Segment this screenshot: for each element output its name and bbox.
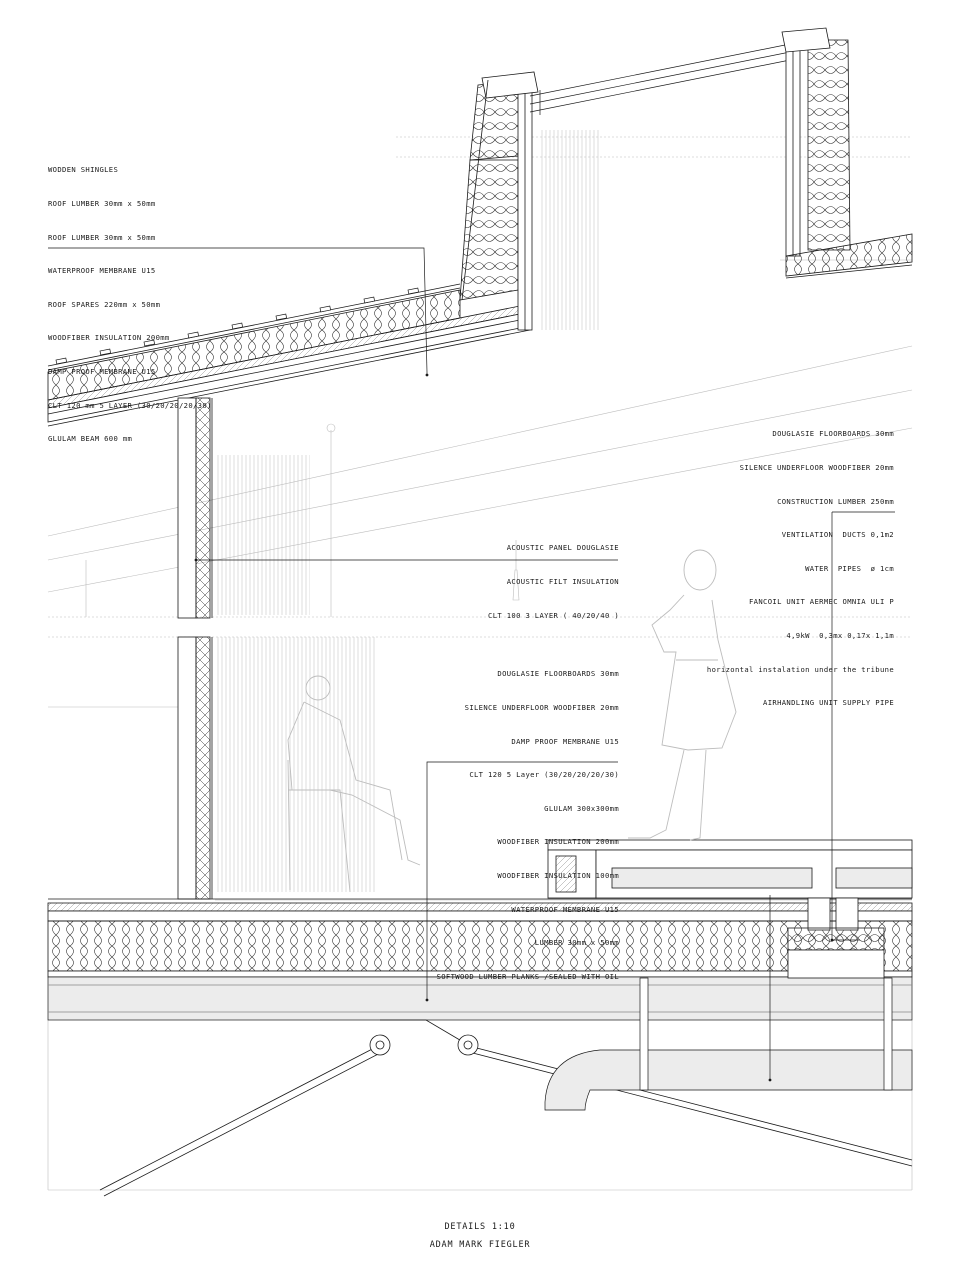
roof-annotation: WODDEN SHINGLES ROOF LUMBER 30mm x 50mm … [48, 142, 212, 456]
services-annotation: DOUGLASIE FLOORBOARDS 30mm SILENCE UNDER… [707, 406, 894, 720]
wall-layer-0: ACOUSTIC PANEL DOUGLASIE [506, 543, 619, 553]
background-room [47, 130, 913, 901]
services-item-3: VENTILATION DUCTS 0,1m2 [781, 530, 894, 540]
roof-layer-8: GLULAM BEAM 600 mm [48, 434, 133, 444]
roof-layer-1: ROOF LUMBER 30mm x 50mm [48, 199, 156, 208]
glulam-beams [47, 976, 913, 1021]
wall-layer-2: CLT 100 3 LAYER ( 40/20/40 ) [488, 610, 619, 620]
services-item-4: WATER PIPES ø 1cm [805, 563, 894, 573]
floor-layer-2: DAMP PROOF MEMBRANE U15 [511, 736, 619, 746]
services-item-8: AIRHANDLING UNIT SUPPLY PIPE [763, 698, 894, 708]
services-item-5: FANCOIL UNIT AERMEC OMNIA ULI P [749, 597, 894, 607]
floor-layer-5: WOODFIBER INSULATION 200mm [497, 837, 619, 847]
floor-layer-0: DOUGLASIE FLOORBOARDS 30mm [497, 669, 619, 679]
leader-lines [48, 247, 895, 1080]
clt-wall [177, 397, 213, 900]
skylight-glazing [529, 43, 791, 115]
drawing-author: ADAM MARK FIEGLER [429, 1240, 531, 1250]
floor-layer-1: SILENCE UNDERFLOOR WOODFIBER 20mm [464, 703, 619, 712]
tribune [547, 839, 913, 979]
floor-layer-6: WOODFIBER INSULATION 100mm [497, 870, 619, 880]
floor-layer-9: SOFTWOOD LUMBER PLANKS /SEALED WITH OIL [436, 971, 619, 981]
roof-layer-4: ROOF SPARES 220mm x 50mm [48, 299, 161, 309]
skylight-upstand-left [459, 71, 539, 331]
drawing-title: DETAILS 1:10 [444, 1222, 516, 1232]
sheet-frame [47, 1020, 913, 1191]
skylight-upstand-right [781, 27, 913, 279]
standing-figure [628, 549, 737, 841]
floor-layer-3: CLT 120 5 Layer (30/20/20/20/30) [469, 770, 619, 780]
tie-rods [99, 1019, 913, 1197]
roof-layer-2: ROOF LUMBER 30mm x 50mm [48, 232, 156, 242]
floor-layer-8: LUMBER 30mm x 50mm [534, 938, 619, 948]
services-item-1: SILENCE UNDERFLOOR WOODFIBER 20mm [739, 463, 894, 472]
roof-layer-5: WOODFIBER INSULATION 200mm [48, 333, 170, 343]
floor-layer-7: WATERPROOF MEMBRANE U15 [511, 904, 619, 914]
roof-layer-0: WODDEN SHINGLES [48, 165, 119, 175]
roof-layer-3: WATERPROOF MEMBRANE U15 [48, 266, 156, 276]
seated-figure [287, 675, 421, 893]
roof-layer-6: DAMP PROOF MEMBRANE U15 [48, 366, 156, 376]
services-item-0: DOUGLASIE FLOORBOARDS 30mm [772, 429, 894, 439]
floor-layer-4: GLULAM 300x300mm [544, 803, 619, 813]
roof-buildup [47, 283, 531, 427]
floor-annotation: DOUGLASIE FLOORBOARDS 30mm SILENCE UNDER… [437, 646, 619, 993]
services-item-7: horizontal instalation under the tribune [706, 664, 894, 674]
roof-layer-7: CLT 120 mm 5 LAYER (30/20/20/20/30) [48, 400, 212, 410]
wall-layer-1: ACOUSTIC FILT INSULATION [506, 577, 619, 586]
services-item-2: CONSTRUCTION LUMBER 250mm [777, 496, 894, 506]
roof-shingles [55, 287, 419, 365]
ventilation-duct [544, 977, 913, 1111]
services-item-6: 4,9kW 0,3mx 0,17x 1,1m [786, 630, 894, 640]
wall-annotation: ACOUSTIC PANEL DOUGLASIE ACOUSTIC FILT I… [488, 520, 619, 632]
leader-dots [194, 373, 834, 1082]
